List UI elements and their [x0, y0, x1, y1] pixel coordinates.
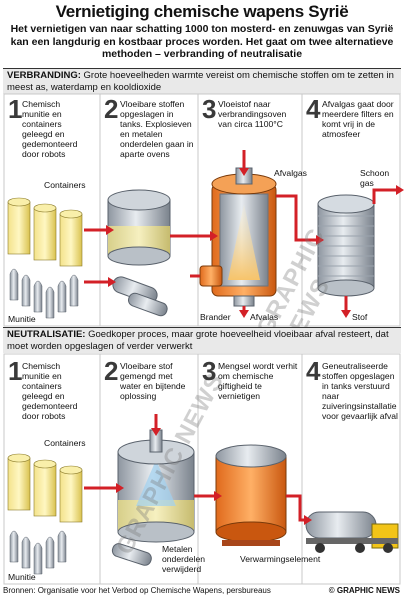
label-munitie-b: Munitie: [8, 572, 36, 582]
tanker-truck-b: [305, 511, 399, 553]
flow-arrowheads-b: [116, 428, 312, 525]
neutralisatie-text: Goedkoper proces, maar grote hoeveelheid…: [7, 329, 389, 352]
shells-b: [9, 530, 67, 575]
metal-parts-b: [111, 543, 152, 566]
verbranding-label: VERBRANDING:: [7, 70, 81, 81]
footer-source: Bronnen: Organisatie voor het Verbod op …: [3, 586, 271, 595]
label-munitie-a: Munitie: [8, 314, 36, 324]
label-afvalgas-a: Afvalgas: [274, 168, 307, 178]
step-number-4b: 4: [306, 356, 321, 386]
step-text-2a: Vloeibare stoffen opgeslagen in tanks. E…: [120, 99, 194, 159]
mixing-tank-b: [117, 429, 195, 543]
page-title: Vernietiging chemische wapens Syrië: [55, 2, 349, 21]
page-subtitle: Het vernietigen van naar schatting 1000 …: [10, 23, 394, 60]
storage-tank-a: [107, 189, 171, 266]
label-afvalas-a: Afvalas: [250, 312, 279, 322]
label-containers-b: Containers: [44, 438, 86, 448]
label-containers-a: Containers: [44, 180, 86, 190]
flow-pipes-b: [84, 414, 304, 522]
label-brander-a: Brander: [200, 312, 231, 322]
step-number-1a: 1: [8, 94, 23, 124]
label-schoon-gas-a: Schoon gas: [360, 168, 390, 188]
footer-credit: © GRAPHIC NEWS: [328, 586, 400, 595]
step-text-3a: Vloeistof naar verbrandingsoven van circ…: [218, 99, 287, 129]
burner-a: [199, 265, 223, 287]
step-text-3b: Mengsel wordt verhit om chemische giftig…: [218, 361, 298, 401]
step-number-1b: 1: [8, 356, 23, 386]
step-number-3a: 3: [202, 94, 217, 124]
flow-arrowheads-a: [106, 168, 404, 318]
neutralisatie-label: NEUTRALISATIE:: [7, 329, 86, 340]
drums-b: [7, 453, 83, 523]
step-text-1b: Chemisch munitie en containers geleegd e…: [22, 361, 78, 421]
step-text-1a: Chemisch munitie en containers geleegd e…: [22, 99, 78, 159]
heating-tank-b: [215, 444, 287, 546]
shells-a: [9, 268, 79, 319]
step-text-2b: Vloeibare stof gemengd met water en bijt…: [120, 361, 186, 401]
step-number-2a: 2: [104, 94, 119, 124]
filter-tower-a: [317, 194, 375, 297]
step-text-4b: Geneutraliseerde stoffen opgeslagen in t…: [322, 361, 398, 421]
furnace-a: [211, 167, 277, 307]
step-number-2b: 2: [104, 356, 119, 386]
flow-pipes-a: [84, 150, 396, 312]
label-metalen-b: Metalen onderdelen verwijderd: [162, 544, 206, 574]
step-text-4a: Afvalgas gaat door meerdere filters en k…: [322, 99, 394, 139]
verbranding-text: Grote hoeveelheden warmte vereist om che…: [7, 70, 394, 93]
parts-oven-a: [112, 276, 168, 317]
neutralisatie-header: NEUTRALISATIE: Goedkoper proces, maar gr…: [3, 327, 401, 353]
step-number-4a: 4: [306, 94, 321, 124]
label-verwarming-b: Verwarmingselement: [240, 554, 321, 564]
drums-a: [7, 197, 83, 267]
verbranding-header: VERBRANDING: Grote hoeveelheden warmte v…: [3, 68, 401, 94]
label-stof-a: Stof: [352, 312, 368, 322]
step-number-3b: 3: [202, 356, 217, 386]
